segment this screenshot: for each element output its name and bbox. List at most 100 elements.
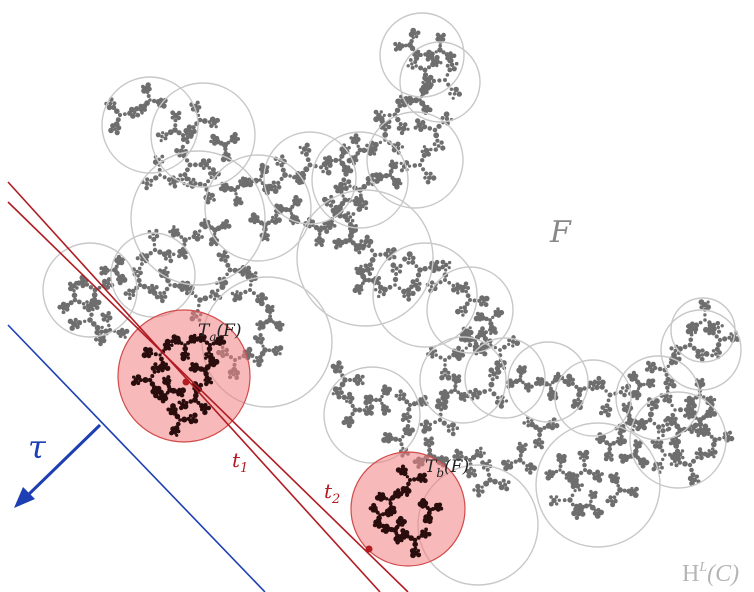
- tangent-line-t2: [7, 201, 409, 592]
- fractal-cluster: [255, 304, 285, 332]
- fractal-cluster: [455, 281, 490, 317]
- set-label-f: F: [549, 215, 572, 250]
- fractal-cluster: [544, 453, 575, 483]
- fractal-cluster: [199, 218, 232, 247]
- fractal-cluster: [422, 57, 462, 100]
- cover-circle: [42, 242, 138, 338]
- fractal-cluster: [104, 97, 141, 136]
- fractal-cluster: [403, 84, 433, 116]
- fractal-cluster: [195, 333, 227, 362]
- fractal-cluster: [473, 307, 505, 336]
- fractal-cluster: [323, 143, 354, 177]
- label-tau: τ: [28, 428, 47, 466]
- fractal-cluster: [157, 375, 186, 404]
- fractal-cluster: [394, 389, 429, 423]
- fractal-cluster: [365, 118, 405, 155]
- cover-circle: [660, 309, 742, 391]
- cover-circle: [399, 41, 481, 123]
- fractal-cluster: [215, 249, 251, 290]
- contact-point-a: [182, 378, 190, 386]
- fractal-cluster: [94, 311, 130, 347]
- fractal-cluster: [548, 478, 586, 520]
- highlight-circle-tb: [350, 451, 466, 567]
- cover-circle: [311, 131, 409, 229]
- direction-arrow-head: [14, 487, 35, 508]
- label-t1: t1: [232, 448, 248, 476]
- fractal-cluster: [399, 145, 437, 185]
- fractal-cluster: [627, 370, 656, 401]
- cover-circle: [629, 391, 727, 489]
- fractal-cluster: [170, 333, 200, 362]
- fractal-cluster: [438, 373, 470, 402]
- direction-arrow-shaft: [24, 423, 102, 499]
- fractal-cluster: [341, 391, 375, 429]
- fractal-cluster: [533, 371, 565, 402]
- fractal-cluster: [252, 333, 284, 368]
- fractal-cluster: [374, 262, 416, 302]
- fractal-cluster: [703, 322, 741, 360]
- fractal-cluster: [230, 269, 268, 307]
- fractal-cluster: [614, 401, 649, 436]
- fractal-cluster: [566, 449, 604, 486]
- fractal-cluster: [669, 447, 708, 487]
- tangent-line-t1: [7, 181, 381, 592]
- cover-circle: [323, 366, 421, 464]
- fractal-cluster: [644, 352, 682, 391]
- cover-circle: [366, 111, 464, 209]
- fractal-cluster: [505, 365, 534, 393]
- fractal-cluster: [135, 228, 176, 266]
- cover-circle: [296, 189, 434, 327]
- contact-point-b: [365, 545, 373, 553]
- fractal-cluster: [330, 181, 364, 217]
- fractal-cluster: [419, 398, 460, 437]
- fractal-cluster: [242, 162, 274, 196]
- fractal-cluster: [393, 27, 423, 61]
- cover-circle: [372, 242, 478, 348]
- fractal-cluster: [380, 515, 407, 545]
- fractal-cluster: [67, 298, 109, 339]
- fractal-cluster: [423, 32, 457, 63]
- fractal-cluster: [218, 176, 250, 207]
- fractal-cluster: [381, 424, 415, 458]
- fractal-cluster: [209, 131, 241, 163]
- fractal-cluster: [417, 498, 444, 524]
- cover-circle: [379, 12, 465, 98]
- cover-circle: [204, 154, 312, 262]
- label-tb-f: Tb(F): [425, 457, 469, 480]
- cover-circle: [426, 266, 514, 354]
- fractal-cluster: [373, 159, 403, 190]
- fractal-cluster: [413, 111, 454, 152]
- fractal-cluster: [501, 441, 537, 475]
- supporting-line: [7, 324, 266, 592]
- covering-circles: [42, 12, 742, 586]
- cover-circle: [419, 336, 507, 424]
- fractal-cluster: [574, 489, 604, 519]
- fractal-set: [57, 27, 741, 520]
- fractal-cluster: [605, 472, 639, 508]
- cover-circle: [615, 355, 701, 441]
- label-ta-f: Ta(F): [198, 321, 242, 344]
- fractal-cluster: [398, 527, 432, 559]
- fractal-cluster: [627, 397, 670, 438]
- fractal-cluster: [352, 264, 382, 295]
- fractal-cluster: [99, 254, 128, 286]
- cover-circle: [101, 76, 199, 174]
- highlighted-fractal-copies: [130, 333, 444, 559]
- cover-circle: [263, 131, 357, 225]
- cover-circle: [554, 359, 632, 437]
- fractal-cluster: [174, 144, 212, 186]
- fractal-cluster: [183, 100, 220, 138]
- cover-circle: [130, 150, 266, 286]
- fractal-cluster: [562, 373, 600, 411]
- fractal-cluster: [136, 82, 168, 115]
- fractal-cluster: [166, 403, 199, 437]
- fractal-cluster: [332, 222, 366, 255]
- cover-circle: [110, 232, 196, 318]
- fractal-cluster: [123, 266, 159, 301]
- cover-circle: [150, 82, 256, 188]
- cover-circle: [670, 297, 736, 363]
- fractal-cluster: [363, 384, 393, 416]
- fractal-cluster: [395, 464, 428, 497]
- fractal-cluster: [591, 375, 632, 418]
